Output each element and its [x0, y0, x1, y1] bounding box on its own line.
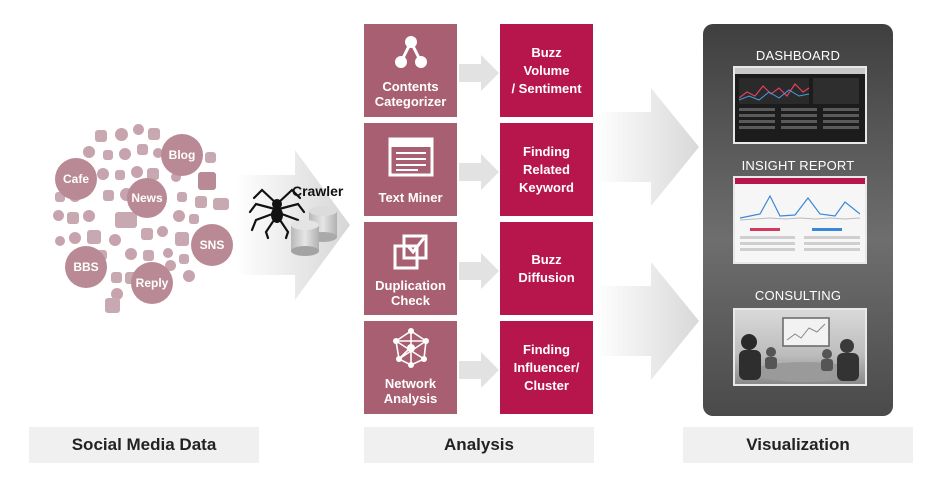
- icon-tile: [198, 172, 216, 190]
- icon-tile: [179, 254, 189, 264]
- output-related-keyword: Finding Related Keyword: [500, 123, 593, 216]
- icon-tile: [111, 272, 122, 283]
- icon-tile: [103, 190, 114, 201]
- icon-dot: [173, 210, 185, 222]
- network-graph-icon: [393, 328, 429, 368]
- icon-dot: [115, 128, 128, 141]
- icon-dot: [109, 234, 121, 246]
- tool-label: Duplication Check: [375, 278, 446, 308]
- output-buzz-diffusion: Buzz Diffusion: [500, 222, 593, 315]
- bubble-sns: SNS: [191, 224, 233, 266]
- icon-tile: [103, 150, 113, 160]
- icon-tile: [105, 298, 120, 313]
- icon-tile: [115, 212, 137, 228]
- vis-title-insight-report: INSIGHT REPORT: [741, 158, 855, 173]
- icon-tile: [87, 230, 101, 244]
- crawler-label: Crawler: [292, 183, 344, 199]
- icon-dot: [165, 260, 176, 271]
- insight-report-thumbnail: [733, 176, 867, 264]
- dashboard-header-bar: [735, 68, 865, 74]
- icon-dot: [53, 210, 64, 221]
- icon-dot: [131, 166, 143, 178]
- icon-dot: [69, 232, 81, 244]
- icon-tile: [189, 214, 199, 224]
- arrow-right-icon: [459, 154, 499, 190]
- tool-text-miner: Text Miner: [364, 123, 457, 216]
- icon-dot: [119, 148, 131, 160]
- network-hierarchy-icon: [395, 36, 427, 68]
- icon-tile: [147, 168, 159, 180]
- bubble-bbs: BBS: [65, 246, 107, 288]
- icon-tile: [95, 130, 107, 142]
- icon-dot: [163, 248, 173, 258]
- arrow-right-large-icon: [596, 88, 699, 206]
- icon-dot: [111, 288, 123, 300]
- icon-dot: [157, 226, 168, 237]
- dashboard-thumbnail: [733, 66, 867, 144]
- bubble-reply: Reply: [131, 262, 173, 304]
- section-label-visualization: Visualization: [683, 427, 913, 463]
- meeting-scene: [739, 317, 859, 382]
- tool-duplication-check: Duplication Check: [364, 222, 457, 315]
- icon-dot: [55, 236, 65, 246]
- arrow-right-icon: [459, 352, 499, 388]
- icon-tile: [115, 170, 125, 180]
- icon-tile: [213, 198, 229, 210]
- report-header-bar: [735, 178, 865, 184]
- icon-dot: [125, 248, 137, 260]
- icon-tile: [143, 250, 154, 261]
- visualization-panel: DASHBOARD INSIGHT REPORT CONSULTING: [703, 24, 893, 416]
- output-influencer-cluster: Finding Influencer/ Cluster: [500, 321, 593, 414]
- icon-tile: [141, 228, 153, 240]
- report-chart: [740, 194, 860, 251]
- icon-tile: [175, 232, 189, 246]
- tool-contents-categorizer: Contents Categorizer: [364, 24, 457, 117]
- icon-tile: [137, 144, 148, 155]
- icon-dot: [171, 172, 181, 182]
- arrow-right-icon: [459, 253, 499, 289]
- bubble-blog: Blog: [161, 134, 203, 176]
- vis-title-dashboard: DASHBOARD: [755, 48, 841, 63]
- database-icon: [291, 206, 337, 256]
- consulting-photo: [733, 308, 867, 386]
- vis-title-consulting: CONSULTING: [754, 288, 842, 303]
- icon-tile: [55, 192, 65, 202]
- icon-tile: [177, 192, 187, 202]
- bubble-cafe: Cafe: [55, 158, 97, 200]
- output-buzz-volume: Buzz Volume / Sentiment: [500, 24, 593, 117]
- tool-label: Contents Categorizer: [374, 79, 447, 109]
- icon-dot: [83, 146, 95, 158]
- icon-dot: [183, 270, 195, 282]
- icon-tile: [148, 128, 160, 140]
- arrow-right-large-icon: [596, 262, 699, 380]
- arrow-right-icon: [459, 55, 499, 91]
- icon-tile: [195, 196, 207, 208]
- icon-tile: [67, 212, 79, 224]
- duplicate-check-icon: [393, 234, 428, 270]
- icon-dot: [153, 148, 163, 158]
- bubble-news: News: [127, 178, 167, 218]
- icon-dot: [83, 210, 95, 222]
- tool-label: Network Analysis: [383, 376, 438, 406]
- icon-tile: [205, 152, 216, 163]
- icon-dot: [97, 168, 109, 180]
- icon-dot: [133, 124, 144, 135]
- section-label-social-media-data: Social Media Data: [29, 427, 259, 463]
- tool-network-analysis: Network Analysis: [364, 321, 457, 414]
- text-window-icon: [388, 137, 434, 177]
- section-label-analysis: Analysis: [364, 427, 594, 463]
- dashboard-chart: [739, 78, 859, 129]
- social-media-cluster: Cafe Blog News SNS BBS Reply: [45, 120, 245, 313]
- tool-label: Text Miner: [378, 190, 443, 205]
